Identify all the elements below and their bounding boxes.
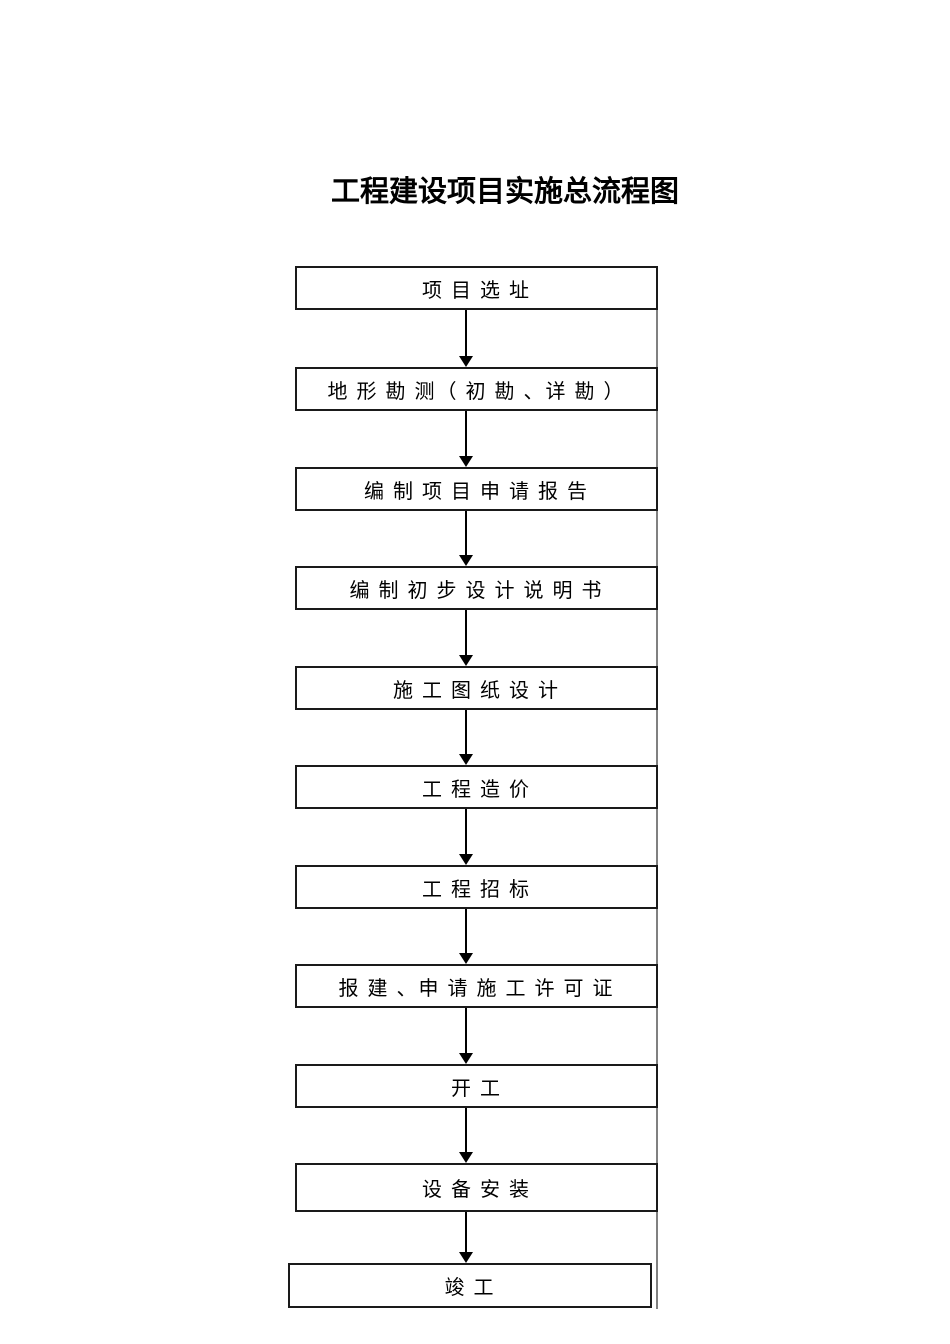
arrow-shaft	[465, 809, 467, 856]
arrow-shaft	[465, 1108, 467, 1154]
step-box-engineering-cost: 工 程 造 价	[295, 765, 658, 809]
arrow-down-icon	[459, 953, 473, 964]
arrow-down-icon	[459, 754, 473, 765]
flow-arrow-5	[459, 710, 473, 765]
step-box-engineering-bidding: 工 程 招 标	[295, 865, 658, 909]
arrow-down-icon	[459, 1152, 473, 1163]
arrow-down-icon	[459, 356, 473, 367]
step-box-preliminary-design-spec: 编 制 初 步 设 计 说 明 书	[295, 566, 658, 610]
flow-arrow-4	[459, 610, 473, 666]
arrow-down-icon	[459, 1252, 473, 1263]
step-box-construction-permit: 报 建 、申 请 施 工 许 可 证	[295, 964, 658, 1008]
flow-arrow-9	[459, 1108, 473, 1163]
flow-arrow-10	[459, 1212, 473, 1263]
flow-arrow-1	[459, 310, 473, 367]
flow-arrow-8	[459, 1008, 473, 1064]
flow-arrow-3	[459, 511, 473, 566]
arrow-shaft	[465, 610, 467, 657]
arrow-shaft	[465, 411, 467, 458]
arrow-down-icon	[459, 1053, 473, 1064]
arrow-shaft	[465, 710, 467, 756]
step-box-construction-drawing-design: 施 工 图 纸 设 计	[295, 666, 658, 710]
step-box-project-site-selection: 项 目 选 址	[295, 266, 658, 310]
step-box-project-application-report: 编 制 项 目 申 请 报 告	[295, 467, 658, 511]
arrow-down-icon	[459, 456, 473, 467]
step-box-topographic-survey: 地 形 勘 测（ 初 勘 、详 勘 ）	[295, 367, 658, 411]
flow-arrow-6	[459, 809, 473, 865]
page-title: 工程建设项目实施总流程图	[331, 176, 680, 208]
step-box-equipment-installation: 设 备 安 装	[295, 1163, 658, 1212]
arrow-down-icon	[459, 655, 473, 666]
step-box-construction-start: 开 工	[295, 1064, 658, 1108]
arrow-shaft	[465, 1212, 467, 1254]
arrow-down-icon	[459, 555, 473, 566]
arrow-shaft	[465, 909, 467, 955]
arrow-shaft	[465, 310, 467, 358]
flow-arrow-2	[459, 411, 473, 467]
arrow-shaft	[465, 511, 467, 557]
arrow-down-icon	[459, 854, 473, 865]
step-box-completion: 竣 工	[288, 1263, 652, 1308]
arrow-shaft	[465, 1008, 467, 1055]
flow-arrow-7	[459, 909, 473, 964]
